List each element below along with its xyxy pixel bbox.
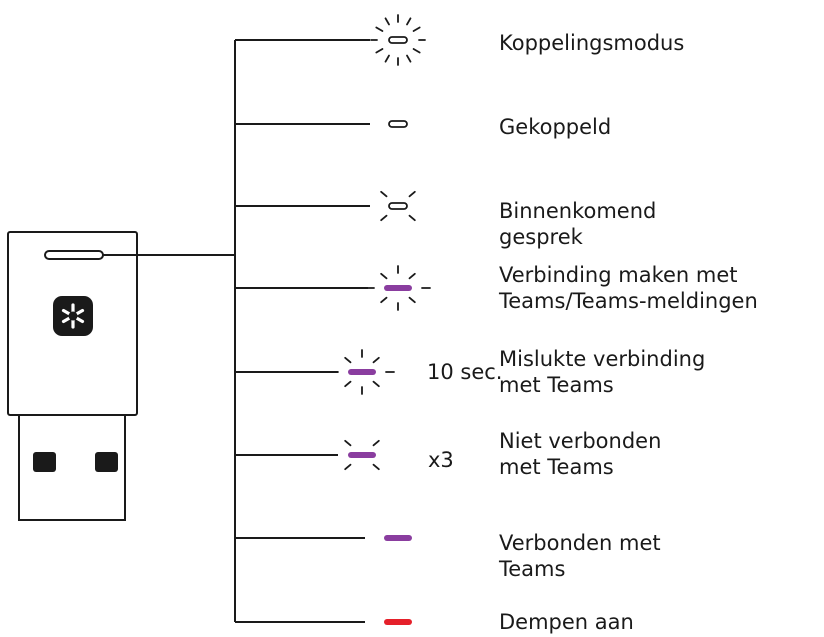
blink-ray xyxy=(384,17,390,26)
led-solid-purple xyxy=(384,535,412,541)
blink-ray xyxy=(408,214,416,222)
led-bar xyxy=(388,120,408,128)
blink-ray xyxy=(412,26,421,32)
blink-ray xyxy=(406,17,412,26)
state-label-mute-on: Dempen aan xyxy=(499,610,634,634)
usb-contact-right xyxy=(95,452,118,472)
blink-ray xyxy=(344,356,352,364)
led-bar xyxy=(388,202,408,210)
state-label-pairing: Koppelingsmodus xyxy=(499,31,685,55)
blink-ray xyxy=(408,296,416,304)
blink-ray xyxy=(380,214,388,222)
blink-ray xyxy=(375,48,384,54)
blink-ray xyxy=(408,190,416,198)
blink-ray xyxy=(375,26,384,32)
blink-ray xyxy=(372,356,380,364)
blink-ray xyxy=(344,439,352,447)
branch-lines xyxy=(235,39,370,623)
repeat-count-suffix: x3 xyxy=(428,448,454,472)
blink-ray xyxy=(344,380,352,388)
dongle-led-slot xyxy=(44,250,104,260)
usb-dongle xyxy=(7,231,138,521)
led-blink-purple xyxy=(344,439,380,471)
led-bar xyxy=(384,619,412,625)
connector-lines xyxy=(103,40,236,622)
blink-ray xyxy=(372,463,380,471)
usb-contact-left xyxy=(33,452,56,472)
asterisk-center xyxy=(68,311,78,321)
blink-ray xyxy=(412,48,421,54)
led-bar xyxy=(348,452,376,458)
blink-ray xyxy=(406,54,412,63)
led-bar xyxy=(388,36,408,44)
led-bar xyxy=(384,285,412,291)
blink-ray xyxy=(380,190,388,198)
led-indicators xyxy=(329,14,431,625)
blink-ray xyxy=(344,463,352,471)
led-fast-blink-white xyxy=(370,14,426,66)
blink-ray xyxy=(380,296,388,304)
led-bar xyxy=(348,369,376,375)
duration-suffix: 10 sec. xyxy=(427,360,503,384)
led-bar xyxy=(384,535,412,541)
blink-ray xyxy=(372,439,380,447)
state-label-paired: Gekoppeld xyxy=(499,115,612,139)
blink-ray xyxy=(408,272,416,280)
led-pulse-purple xyxy=(365,265,431,311)
blink-ray xyxy=(384,54,390,63)
led-solid-red xyxy=(384,619,412,625)
led-blink-white xyxy=(380,190,416,222)
blink-ray xyxy=(372,380,380,388)
led-solid-white xyxy=(388,120,408,128)
blink-ray xyxy=(380,272,388,280)
led-pulse-purple xyxy=(329,349,395,395)
